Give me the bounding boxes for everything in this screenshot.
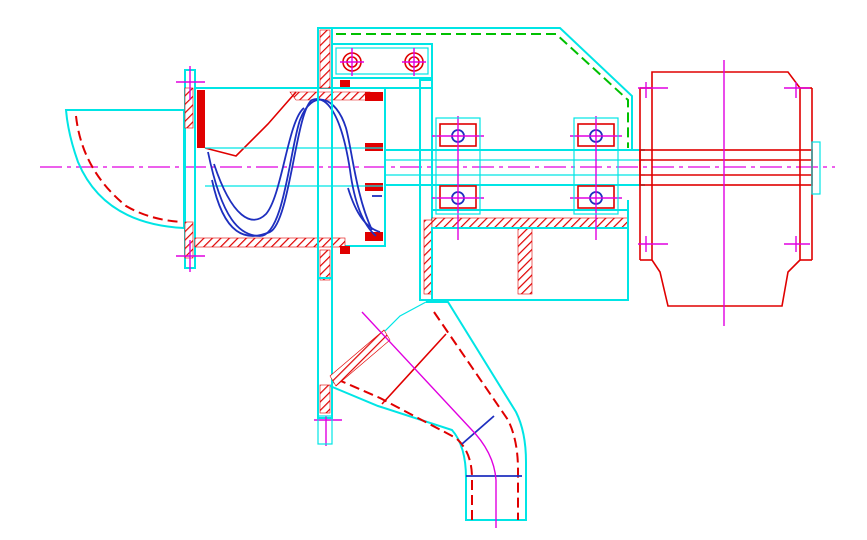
drive-shaft <box>385 149 645 186</box>
bearing-right <box>570 116 622 240</box>
intake-hopper <box>64 109 185 230</box>
drive-pulley <box>638 60 821 326</box>
central-body <box>314 27 342 446</box>
screw-flights <box>207 98 382 237</box>
bearing-left <box>432 116 484 240</box>
discharge-chute <box>329 301 527 528</box>
bearing-housing <box>332 27 633 301</box>
bolt-box <box>331 43 433 79</box>
screw-housing <box>194 80 386 254</box>
